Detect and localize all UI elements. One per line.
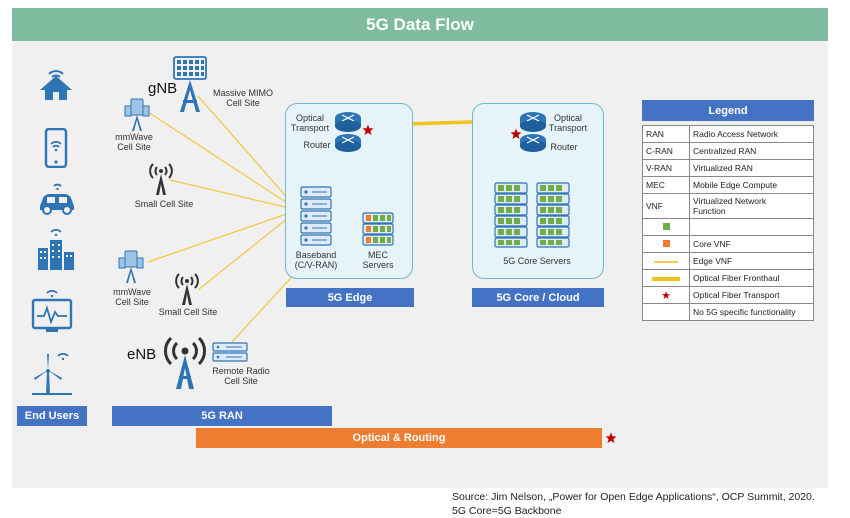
wind-turbine-icon — [32, 353, 72, 395]
legend-row-core-vnf: Core VNF — [642, 235, 814, 253]
edge-transport-star-icon — [362, 124, 374, 135]
source-line: Source: Jim Nelson, „Power for Open Edge… — [452, 491, 815, 503]
legend-value: Radio Access Network — [689, 125, 814, 143]
fronthaul-line-mmwave-top — [147, 111, 299, 211]
legend-value: Virtualized RAN — [689, 159, 814, 177]
legend-symbol-cell — [642, 218, 690, 236]
legend-star-cell: ★ — [642, 286, 690, 304]
legend-key: C-RAN — [642, 142, 690, 160]
legend-value: Core VNF — [689, 235, 814, 253]
legend-symbol-cell — [642, 303, 690, 321]
edge-router-label-bottom: Router — [303, 140, 331, 150]
diagram-title: 5G Data Flow — [12, 8, 828, 41]
core-router-icon — [520, 112, 546, 152]
mec-server-icon — [362, 212, 394, 246]
legend-value: Virtualized Network Function — [689, 193, 814, 219]
mmwave-antenna-icon-top — [124, 98, 150, 131]
legend-key: MEC — [642, 176, 690, 194]
mmwave-label-top: mmWave Cell Site — [115, 132, 153, 152]
small-cell-antenna-icon-bottom — [175, 273, 199, 305]
gnb-label: gNB — [148, 80, 178, 97]
source-note: Source: Jim Nelson, „Power for Open Edge… — [452, 490, 815, 518]
legend-key: V-RAN — [642, 159, 690, 177]
core-servers-label: 5G Core Servers — [503, 256, 571, 266]
legend-row-transport: ★Optical Fiber Transport — [642, 286, 814, 304]
backbone-note: 5G Core=5G Backbone — [452, 505, 562, 517]
fronthaul-line-swatch — [654, 261, 678, 263]
edge-vnf-swatch — [662, 223, 670, 230]
home-wifi-icon — [40, 70, 72, 100]
legend-value: Mobile Edge Compute — [689, 176, 814, 194]
core-router-label-bottom: Router — [550, 142, 578, 152]
core-bar: 5G Core / Cloud — [472, 288, 604, 307]
remote-radio-unit-icon — [212, 342, 248, 362]
optical-routing-star-icon — [605, 432, 617, 443]
baseband-server-icon — [300, 186, 332, 246]
small-cell-label-bottom: Small Cell Site — [158, 307, 218, 317]
fronthaul-line-mmwave-bottom — [147, 209, 299, 263]
enb-label: eNB — [127, 346, 157, 363]
legend-row-fronthaul: Optical Fiber Fronthaul — [642, 269, 814, 287]
fronthaul-line-small-cell-top — [169, 179, 299, 211]
core-server-rack-2-icon — [536, 182, 570, 248]
legend-value: Edge VNF — [689, 252, 814, 270]
fronthaul-line-remote-radio — [231, 267, 301, 343]
ran-bar: 5G RAN — [112, 406, 332, 426]
legend-key: RAN — [642, 125, 690, 143]
massive-mimo-antenna-icon — [173, 56, 207, 112]
small-cell-label-top: Small Cell Site — [134, 199, 194, 209]
small-cell-antenna-icon-top — [149, 163, 173, 195]
legend-symbol-cell — [642, 235, 690, 253]
legend-value: Centralized RAN — [689, 142, 814, 160]
legend-symbol-cell — [642, 269, 690, 287]
fronthaul-line-small-cell-bottom — [197, 209, 299, 291]
transport-line-swatch — [652, 276, 680, 281]
legend-value-empty — [689, 218, 814, 236]
legend-value: Optical Fiber Fronthaul — [689, 269, 814, 287]
edge-router-label-top: Optical Transport — [290, 113, 330, 133]
core-transport-star-icon — [510, 128, 522, 139]
legend-symbol-cell — [642, 252, 690, 270]
enb-tower-icon — [164, 336, 206, 389]
core-router-label-top: Optical Transport — [548, 113, 588, 133]
fronthaul-line-massive-mimo — [197, 95, 299, 211]
legend-title: Legend — [642, 100, 814, 121]
massive-mimo-label: Massive MIMO Cell Site — [212, 88, 273, 108]
optical-routing-bar: Optical & Routing — [196, 428, 602, 448]
smart-city-icon — [38, 229, 74, 270]
end-users-bar: End Users — [17, 406, 87, 426]
legend-value: Optical Fiber Transport — [689, 286, 814, 304]
legend-value: No 5G specific functionality — [689, 303, 814, 321]
monitoring-screen-icon — [31, 290, 73, 332]
mmwave-antenna-icon-bottom — [118, 250, 144, 283]
edge-router-icon — [335, 112, 361, 152]
smartphone-icon — [44, 128, 68, 168]
mec-label: MEC Servers — [362, 250, 394, 270]
core-server-rack-1-icon — [494, 182, 528, 248]
core-vnf-swatch — [662, 240, 670, 247]
legend-row-no-5g: No 5G specific functionality — [642, 303, 814, 321]
legend-row-edge-vnf-swatch — [642, 218, 814, 236]
mmwave-label-bottom: mmWave Cell Site — [113, 287, 151, 307]
legend-row-edge-vnf: Edge VNF — [642, 252, 814, 270]
legend-key: VNF — [642, 193, 690, 219]
remote-radio-label: Remote Radio Cell Site — [212, 366, 270, 386]
baseband-label: Baseband (C/V-RAN) — [294, 250, 338, 270]
edge-bar: 5G Edge — [286, 288, 414, 307]
connected-car-icon — [40, 183, 74, 215]
